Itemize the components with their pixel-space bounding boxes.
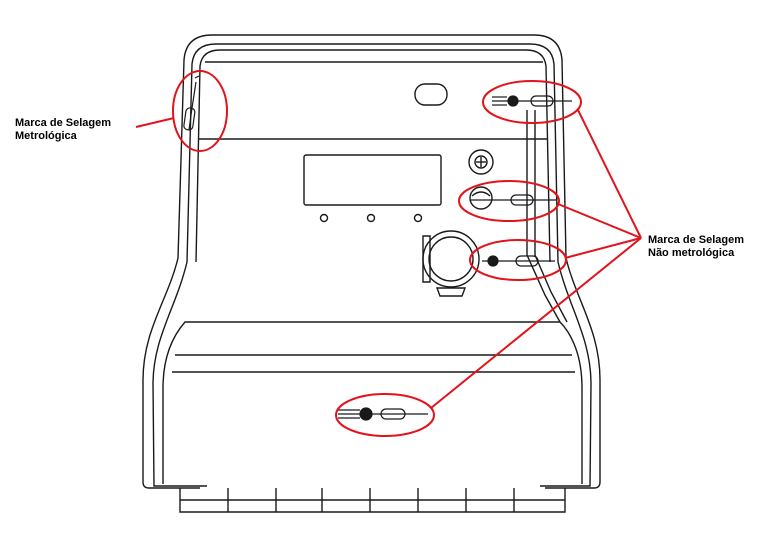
label-metrological-line2: Metrológica bbox=[15, 130, 77, 142]
display-window bbox=[303, 154, 442, 206]
leader-middle bbox=[557, 203, 642, 239]
seal-wire-middle bbox=[470, 194, 556, 206]
label-non-metrological-line1: Marca de Selagem bbox=[648, 234, 744, 246]
meter-body bbox=[142, 34, 601, 513]
leader-metrological bbox=[135, 117, 175, 128]
callout-ellipse-metrological bbox=[172, 70, 228, 152]
seal-wire-top bbox=[492, 95, 572, 107]
callout-ellipse-middle bbox=[458, 180, 560, 222]
leader-lower bbox=[430, 237, 642, 409]
terminal-screw-icon bbox=[468, 149, 494, 175]
label-non-metrological-line2: Não metrológica bbox=[648, 247, 735, 259]
connector-ring bbox=[422, 230, 480, 297]
meter-inner-outline bbox=[152, 43, 592, 487]
indicator-led-2 bbox=[366, 213, 376, 223]
callout-ellipse-top bbox=[482, 80, 582, 124]
label-metrological-line1: Marca de Selagem bbox=[15, 117, 111, 129]
reset-knob-icon bbox=[469, 186, 493, 210]
leader-top bbox=[577, 109, 642, 239]
leader-connector bbox=[564, 237, 642, 259]
meter-outer-outline bbox=[142, 34, 601, 489]
optical-port bbox=[414, 83, 448, 106]
label-metrological-seal: Marca de Selagem Metrológica bbox=[15, 117, 111, 143]
seal-wire-connector bbox=[482, 255, 555, 267]
callout-ellipse-lower bbox=[335, 393, 435, 437]
seal-wire-metrological bbox=[183, 75, 200, 131]
indicator-led-3 bbox=[413, 213, 423, 223]
callout-ellipse-connector bbox=[469, 239, 567, 281]
indicator-led-1 bbox=[319, 213, 329, 223]
seal-wire-lower bbox=[338, 407, 428, 421]
lower-cover bbox=[162, 321, 583, 484]
meter-inner-outline-2 bbox=[195, 49, 551, 263]
label-non-metrological-seal: Marca de Selagem Não metrológica bbox=[648, 234, 744, 260]
